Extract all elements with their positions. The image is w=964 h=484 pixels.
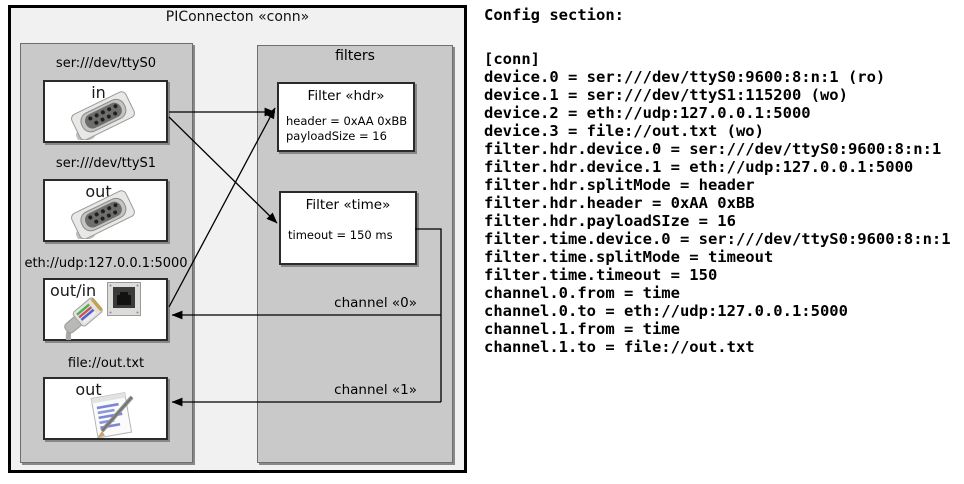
notepad-pencil-icon xyxy=(90,392,134,438)
filter-attribute: header = 0xAA 0xBB xyxy=(286,114,408,128)
filter-attributes: header = 0xAA 0xBB payloadSize = 16 xyxy=(286,114,407,144)
device-box-ttyS1: out xyxy=(43,179,168,242)
device-url-label: file://out.txt xyxy=(67,356,145,371)
device-box-ttyS0: in xyxy=(43,80,168,143)
channel-1-label: channel «1» xyxy=(334,382,417,398)
device-role-label: out/in xyxy=(50,281,97,300)
config-line: channel.1.to = file://out.txt xyxy=(484,338,755,356)
config-line: filter.hdr.device.0 = ser:///dev/ttyS0:9… xyxy=(484,140,942,158)
ethernet-cable-icon xyxy=(64,297,103,340)
ethernet-jack-icon xyxy=(107,282,141,316)
config-lines: [conn] device.0 = ser:///dev/ttyS0:9600:… xyxy=(484,50,962,356)
channel-0-label: channel «0» xyxy=(334,295,417,311)
filter-attribute: timeout = 150 ms xyxy=(288,228,393,242)
config-line: filter.hdr.header = 0xAA 0xBB xyxy=(484,194,755,212)
config-line: channel.1.from = time xyxy=(484,320,680,338)
filters-panel-label: filters xyxy=(335,48,375,64)
filter-attribute: payloadSize = 16 xyxy=(286,129,387,143)
device-url-label: ser:///dev/ttyS0 xyxy=(55,56,157,71)
filter-box-hdr: Filter «hdr» header = 0xAA 0xBB payloadS… xyxy=(277,82,415,152)
config-line: filter.time.device.0 = ser:///dev/ttyS0:… xyxy=(484,230,951,248)
config-line: filter.time.splitMode = timeout xyxy=(484,248,774,266)
filter-title: Filter «hdr» xyxy=(307,88,385,104)
config-line: device.0 = ser:///dev/ttyS0:9600:8:n:1 (… xyxy=(484,68,886,86)
config-line: filter.hdr.device.1 = eth://udp:127.0.0.… xyxy=(484,158,914,176)
config-heading: Config section: xyxy=(484,6,624,24)
config-line: device.2 = eth://udp:127.0.0.1:5000 xyxy=(484,104,811,122)
config-line: filter.time.timeout = 150 xyxy=(484,266,718,284)
device-role-label: out xyxy=(75,380,102,399)
device-role-label: in xyxy=(91,83,106,102)
filter-title: Filter «time» xyxy=(305,197,391,213)
config-line: channel.0.from = time xyxy=(484,284,680,302)
serial-connector-icon xyxy=(71,190,135,239)
device-url-label: eth://udp:127.0.0.1:5000 xyxy=(24,256,188,271)
config-line: device.1 = ser:///dev/ttyS1:115200 (wo) xyxy=(484,86,848,104)
config-line: [conn] xyxy=(484,50,540,68)
filter-attributes: timeout = 150 ms xyxy=(288,228,393,243)
config-line: channel.0.to = eth://udp:127.0.0.1:5000 xyxy=(484,302,848,320)
config-line: filter.hdr.splitMode = header xyxy=(484,176,755,194)
config-line: device.3 = file://out.txt (wo) xyxy=(484,122,764,140)
device-box-eth: out/in xyxy=(43,278,168,341)
device-url-label: ser:///dev/ttyS1 xyxy=(55,156,157,171)
config-section: Config section: [conn] device.0 = ser://… xyxy=(484,6,962,356)
config-line: filter.hdr.payloadSIze = 16 xyxy=(484,212,736,230)
device-role-label: out xyxy=(85,182,112,201)
device-box-file: out xyxy=(43,377,168,440)
filter-box-time: Filter «time» timeout = 150 ms xyxy=(279,191,417,265)
diagram-title: PIConnecton «conn» xyxy=(165,9,310,25)
serial-connector-icon xyxy=(71,91,135,140)
